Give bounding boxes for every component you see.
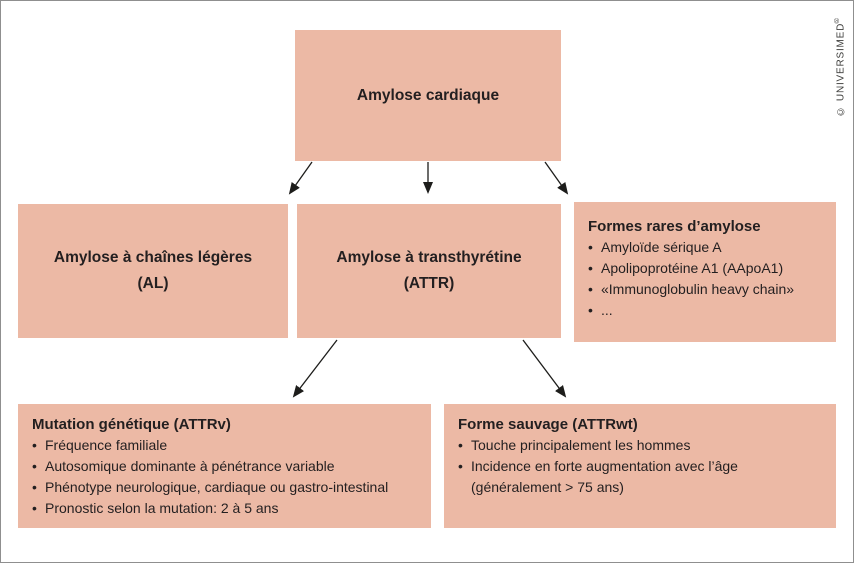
node-amylose-cardiaque: Amylose cardiaque	[295, 30, 561, 161]
copyright-watermark: © UNIVERSIMED®	[833, 15, 846, 116]
arrow-root-to-rare	[544, 161, 569, 195]
bullet-text: Fréquence familiale	[45, 437, 168, 453]
bullet-text: Pronostic selon la mutation: 2 à 5 ans	[45, 500, 279, 516]
bullet-item: • Touche principalement les hommes	[458, 435, 826, 456]
bullet-item: • Apolipoprotéine A1 (AApoA1)	[588, 258, 826, 279]
bullet-item: • Pronostic selon la mutation: 2 à 5 ans	[32, 498, 421, 519]
bullet-item: • Amyloïde sérique A	[588, 237, 826, 258]
bullet-text: Touche principalement les hommes	[471, 437, 691, 453]
arrow-root-to-al	[288, 161, 313, 195]
node-amylose-transthyretine: Amylose à transthyrétine (ATTR)	[297, 204, 561, 338]
bullet-text: Amyloïde sérique A	[601, 239, 722, 255]
registered-mark: ®	[832, 15, 840, 23]
copyright-text: © UNIVERSIMED	[835, 22, 846, 117]
node-title-line1: Amylose à transthyrétine	[336, 249, 522, 266]
bullet-text: Phénotype neurologique, cardiaque ou gas…	[45, 479, 389, 495]
bullet-item: • Fréquence familiale	[32, 435, 421, 456]
arrow-attr-to-attrv	[292, 339, 338, 398]
bullet-text: «Immunoglobulin heavy chain»	[601, 281, 795, 297]
bullet-marker: •	[588, 260, 593, 276]
bullet-list: • Fréquence familiale • Autosomique dominan…	[32, 435, 421, 519]
node-title-line1: Amylose à chaînes légères	[53, 249, 253, 266]
node-forme-sauvage-attrwt: Forme sauvage (ATTRwt) • Touche principal…	[444, 404, 836, 528]
node-formes-rares: Formes rares d’amylose • Amyloïde sérique…	[574, 202, 836, 342]
bullet-marker: •	[588, 239, 593, 255]
bullet-text: ...	[601, 302, 613, 318]
bullet-marker: •	[588, 302, 593, 318]
arrow-attr-to-attrwt	[522, 339, 567, 398]
bullet-list: • Amyloïde sérique A • Apolipoprotéine A1 (…	[588, 237, 826, 321]
bullet-text: Autosomique dominante à pénétrance varia…	[45, 458, 335, 474]
bullet-marker: •	[458, 458, 463, 474]
node-amylose-chaines-legeres: Amylose à chaînes légères (AL)	[18, 204, 288, 338]
bullet-item: • Incidence en forte augmentation avec l’…	[458, 456, 826, 498]
bullet-item: • Autosomique dominante à pénétrance vari…	[32, 456, 421, 477]
bullet-item: • «Immunoglobulin heavy chain»	[588, 279, 826, 300]
bullet-marker: •	[32, 500, 37, 516]
bullet-item: •...	[588, 300, 826, 321]
bullet-list: • Touche principalement les hommes • Incide…	[458, 435, 826, 498]
bullet-marker: •	[32, 458, 37, 474]
bullet-item: • Phénotype neurologique, cardiaque ou ga…	[32, 477, 421, 498]
bullet-text: Incidence en forte augmentation avec l’â…	[471, 458, 738, 495]
bullet-marker: •	[458, 437, 463, 453]
node-mutation-genetique-attrv: Mutation génétique (ATTRv) • Fréquence fa…	[18, 404, 431, 528]
node-title: Forme sauvage (ATTRwt)	[458, 416, 638, 433]
node-title: Amylose cardiaque	[356, 86, 500, 104]
node-title: Mutation génétique (ATTRv)	[32, 416, 231, 433]
node-title-line2: (ATTR)	[403, 275, 455, 292]
bullet-marker: •	[32, 437, 37, 453]
bullet-marker: •	[588, 281, 593, 297]
bullet-text: Apolipoprotéine A1 (AApoA1)	[601, 260, 784, 276]
bullet-marker: •	[32, 479, 37, 495]
node-title-line2: (AL)	[137, 275, 169, 292]
node-title: Formes rares d’amylose	[588, 218, 761, 235]
